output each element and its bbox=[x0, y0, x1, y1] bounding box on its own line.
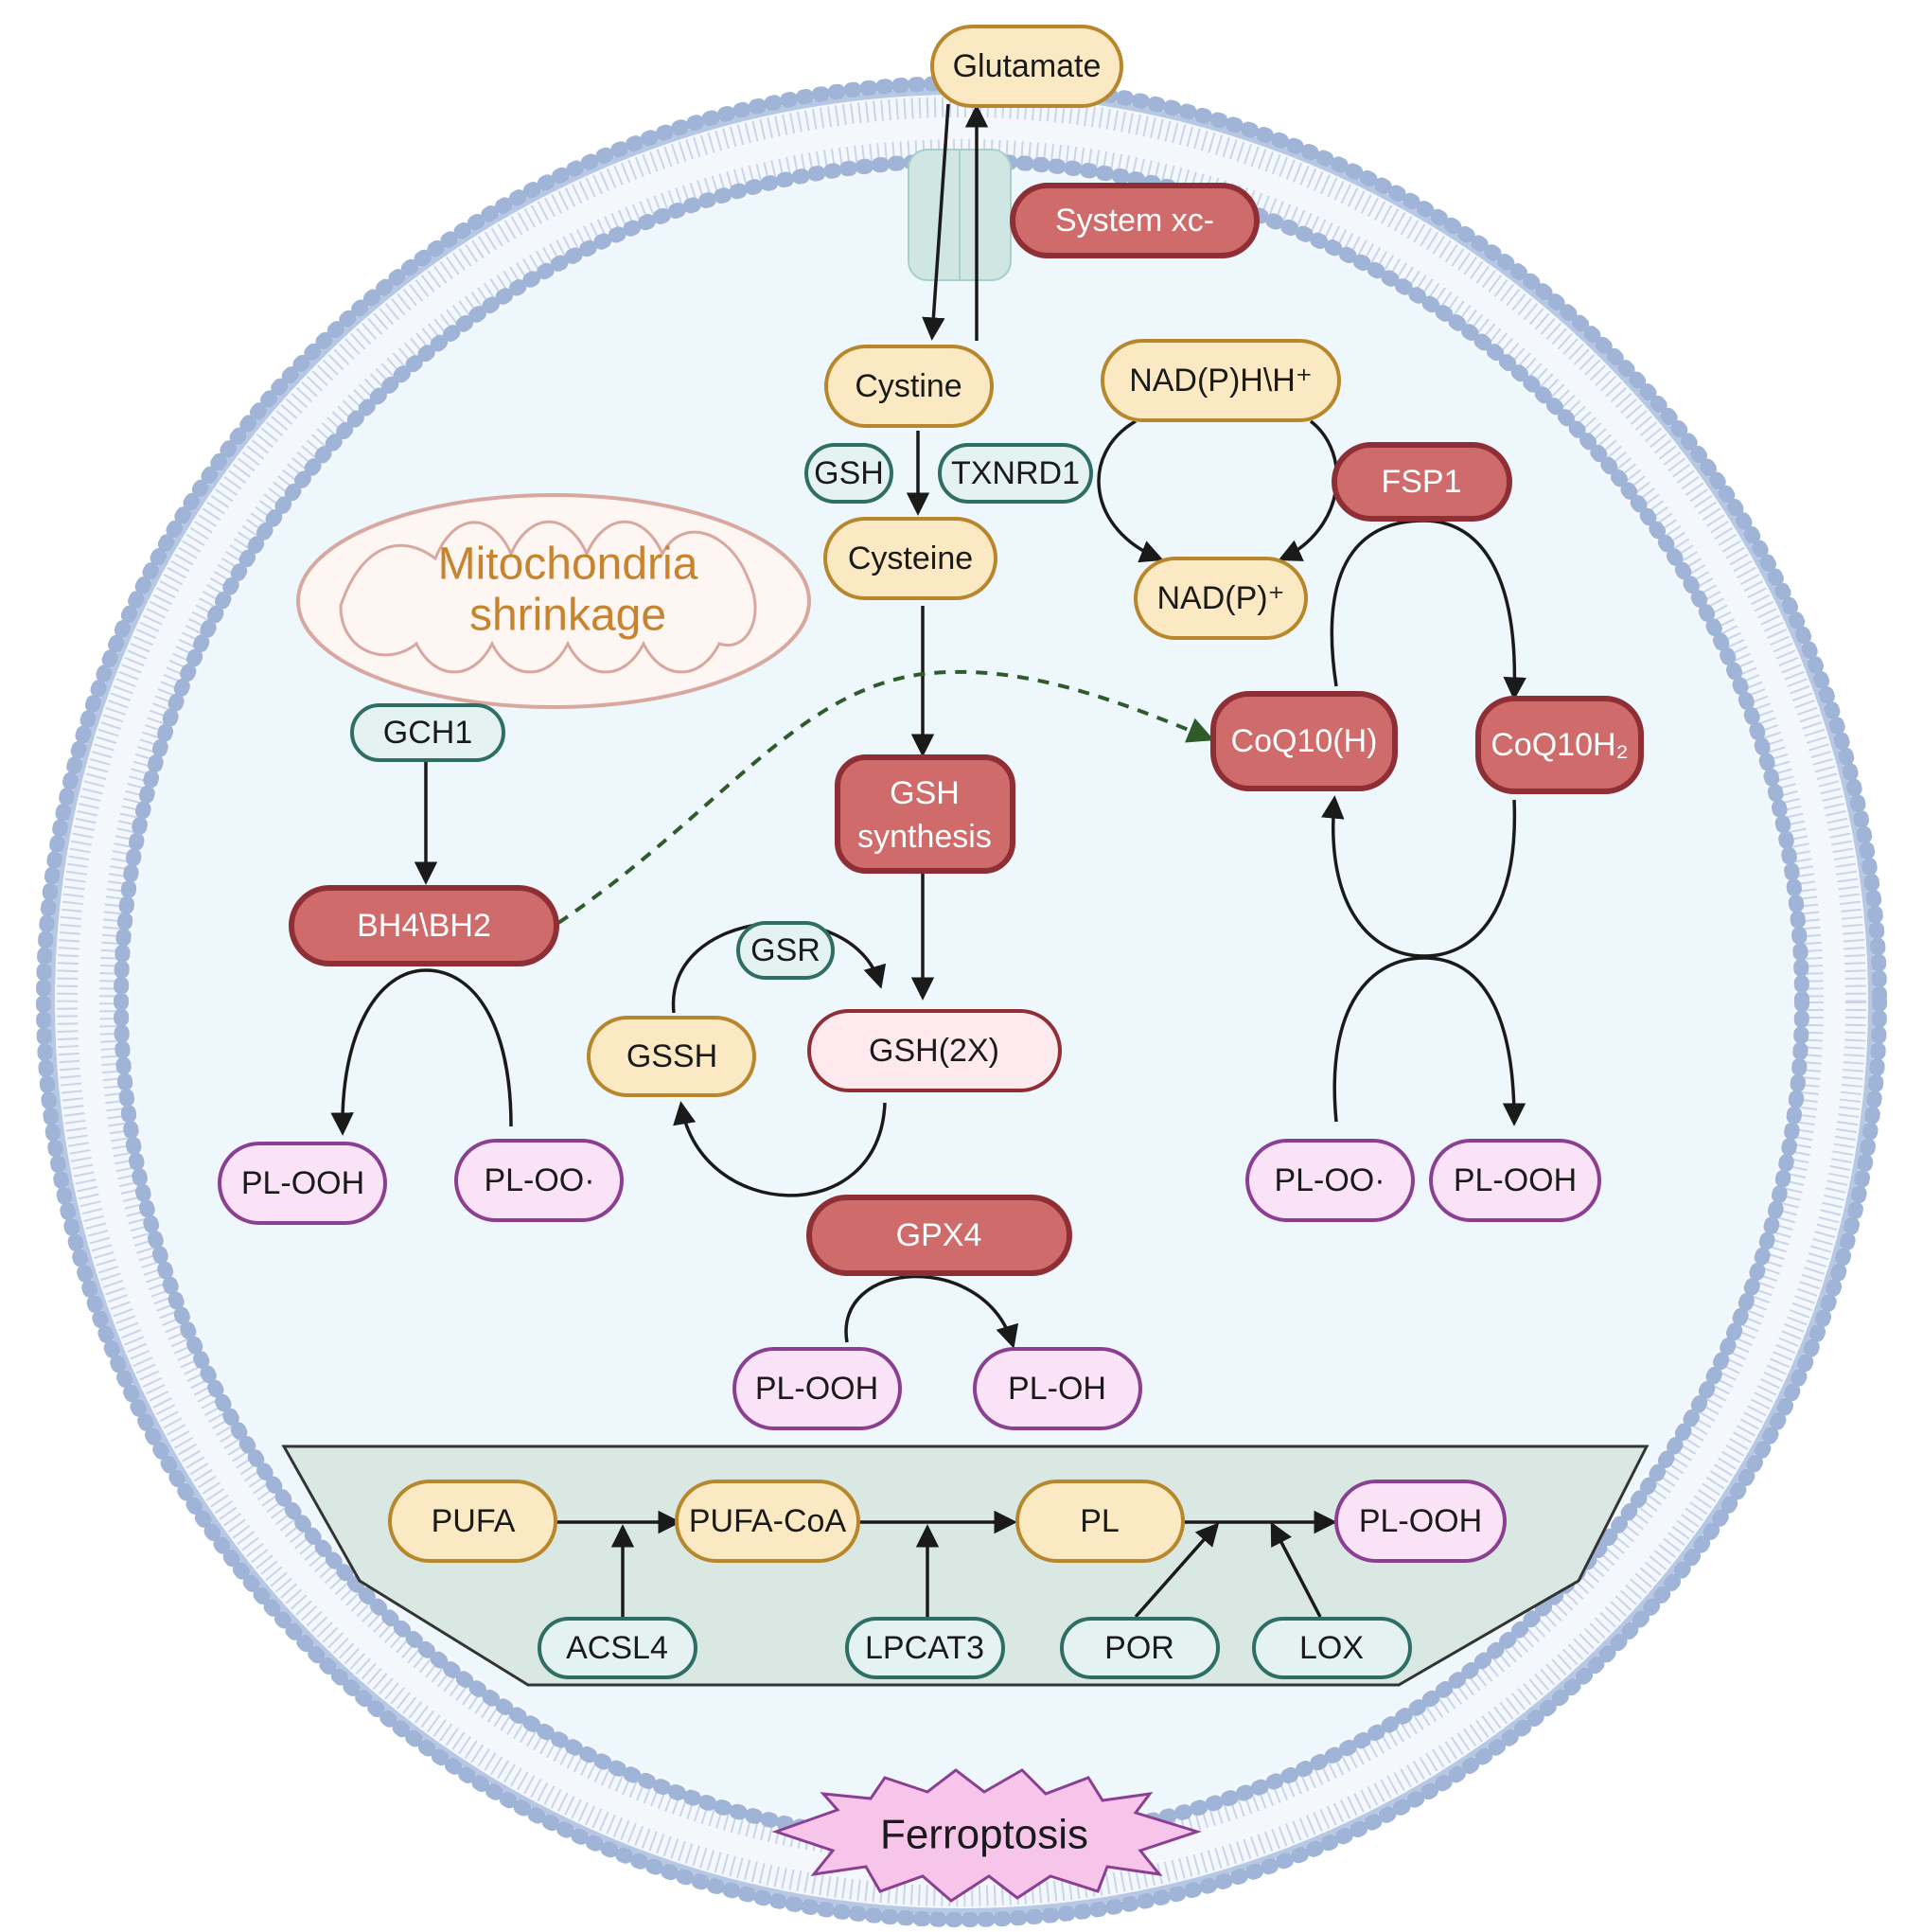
node-bh4-bh2: BH4\BH2 bbox=[289, 885, 559, 966]
edges bbox=[330, 103, 1526, 1619]
node-pl-oh: PL-OH bbox=[973, 1347, 1142, 1430]
svg-text:GSR: GSR bbox=[750, 932, 820, 968]
svg-text:PL-OOH: PL-OOH bbox=[1454, 1162, 1577, 1198]
node-gsr: GSR bbox=[736, 921, 835, 980]
edge-gsh2x-gssh-gpx4 bbox=[673, 1101, 887, 1197]
node-coq10h2: CoQ10H₂ bbox=[1475, 696, 1644, 794]
svg-text:PL-OOH: PL-OOH bbox=[241, 1165, 364, 1201]
node-coq10h: CoQ10(H) bbox=[1210, 691, 1398, 791]
node-cysteine: Cysteine bbox=[823, 517, 997, 600]
node-gsh2x: GSH(2X) bbox=[807, 1009, 1062, 1092]
node-pl-ooh-left: PL-OOH bbox=[218, 1142, 387, 1225]
svg-text:PUFA: PUFA bbox=[432, 1503, 516, 1539]
svg-text:Glutamate: Glutamate bbox=[953, 48, 1102, 84]
svg-text:System xc-: System xc- bbox=[1055, 203, 1214, 239]
mito-label-line1: Mitochondria bbox=[438, 540, 698, 590]
edge-glutamate-cystine bbox=[922, 103, 950, 341]
system-xc-transporter bbox=[908, 149, 1012, 281]
svg-text:TXNRD1: TXNRD1 bbox=[951, 455, 1080, 491]
svg-text:LOX: LOX bbox=[1299, 1630, 1364, 1666]
edge-nadph-nadp-left bbox=[1097, 419, 1164, 563]
node-acsl4: ACSL4 bbox=[538, 1617, 697, 1679]
node-nadph: NAD(P)H\H⁺ bbox=[1101, 339, 1341, 422]
node-cystine: Cystine bbox=[824, 345, 994, 428]
edge-ploo-plooh-right bbox=[1332, 956, 1526, 1126]
edge-lox bbox=[1270, 1521, 1322, 1618]
mitochondria-shape: Mitochondria shrinkage bbox=[296, 493, 811, 709]
node-pufa: PUFA bbox=[388, 1480, 557, 1563]
svg-text:FSP1: FSP1 bbox=[1381, 464, 1461, 500]
node-fsp1: FSP1 bbox=[1332, 442, 1512, 522]
edge-ploo-plooh-left bbox=[330, 968, 513, 1136]
edge-bh4-coq10h-dashed bbox=[556, 669, 1215, 925]
node-pl-oo-left: PL-OO· bbox=[454, 1139, 624, 1222]
node-pl-ooh-right: PL-OOH bbox=[1429, 1139, 1601, 1222]
edge-por bbox=[1134, 1522, 1220, 1619]
ferroptosis-burst: Ferroptosis bbox=[771, 1768, 1202, 1903]
node-pl-ooh-er: PL-OOH bbox=[1334, 1480, 1507, 1563]
node-gch1: GCH1 bbox=[350, 703, 505, 762]
svg-text:PL-OO·: PL-OO· bbox=[1274, 1162, 1385, 1198]
edge-plooh-ploh bbox=[844, 1274, 1019, 1349]
node-lpcat3: LPCAT3 bbox=[845, 1617, 1005, 1679]
svg-text:Cysteine: Cysteine bbox=[848, 541, 973, 576]
svg-text:PL-OOH: PL-OOH bbox=[1359, 1503, 1482, 1539]
node-gsh-small: GSH bbox=[804, 443, 893, 504]
node-system-xc: System xc- bbox=[1010, 183, 1260, 258]
node-lox: LOX bbox=[1252, 1617, 1412, 1679]
svg-text:PL: PL bbox=[1080, 1503, 1120, 1539]
svg-text:NAD(P)⁺: NAD(P)⁺ bbox=[1156, 580, 1284, 616]
mito-label-line2: shrinkage bbox=[469, 591, 666, 641]
svg-text:GSH: GSH bbox=[814, 455, 884, 491]
node-por: POR bbox=[1060, 1617, 1220, 1679]
node-pl: PL bbox=[1015, 1480, 1185, 1563]
node-gssh: GSSH bbox=[587, 1016, 756, 1097]
svg-text:GCH1: GCH1 bbox=[383, 715, 472, 751]
node-gpx4: GPX4 bbox=[806, 1195, 1072, 1276]
svg-text:BH4\BH2: BH4\BH2 bbox=[357, 908, 491, 944]
svg-text:Cystine: Cystine bbox=[855, 368, 962, 404]
svg-text:GPX4: GPX4 bbox=[896, 1217, 982, 1253]
svg-text:NAD(P)H\H⁺: NAD(P)H\H⁺ bbox=[1129, 363, 1313, 399]
edge-coq10h2-coq10h bbox=[1321, 795, 1517, 958]
svg-text:CoQ10(H): CoQ10(H) bbox=[1231, 723, 1378, 759]
node-pl-oo-right: PL-OO· bbox=[1245, 1139, 1415, 1222]
node-pufa-coa: PUFA-CoA bbox=[675, 1480, 860, 1563]
svg-text:PL-OOH: PL-OOH bbox=[755, 1371, 878, 1407]
node-nadp: NAD(P)⁺ bbox=[1134, 557, 1308, 640]
svg-text:GSH: GSH bbox=[890, 775, 960, 811]
svg-text:PL-OH: PL-OH bbox=[1008, 1371, 1106, 1407]
svg-text:PL-OO·: PL-OO· bbox=[484, 1162, 594, 1198]
svg-text:synthesis: synthesis bbox=[857, 819, 992, 855]
svg-text:POR: POR bbox=[1104, 1630, 1174, 1666]
node-gsh-synthesis: GSH synthesis bbox=[835, 754, 1015, 874]
node-pl-ooh-gpx4: PL-OOH bbox=[732, 1347, 902, 1430]
svg-text:CoQ10H₂: CoQ10H₂ bbox=[1491, 727, 1628, 763]
node-txnrd1: TXNRD1 bbox=[938, 443, 1093, 504]
node-glutamate: Glutamate bbox=[930, 25, 1123, 108]
svg-text:LPCAT3: LPCAT3 bbox=[865, 1630, 984, 1666]
svg-text:GSH(2X): GSH(2X) bbox=[869, 1033, 999, 1069]
ferroptosis-label: Ferroptosis bbox=[880, 1812, 1088, 1858]
svg-text:ACSL4: ACSL4 bbox=[566, 1630, 668, 1666]
svg-text:PUFA-CoA: PUFA-CoA bbox=[689, 1503, 847, 1539]
svg-text:GSSH: GSSH bbox=[626, 1038, 717, 1074]
